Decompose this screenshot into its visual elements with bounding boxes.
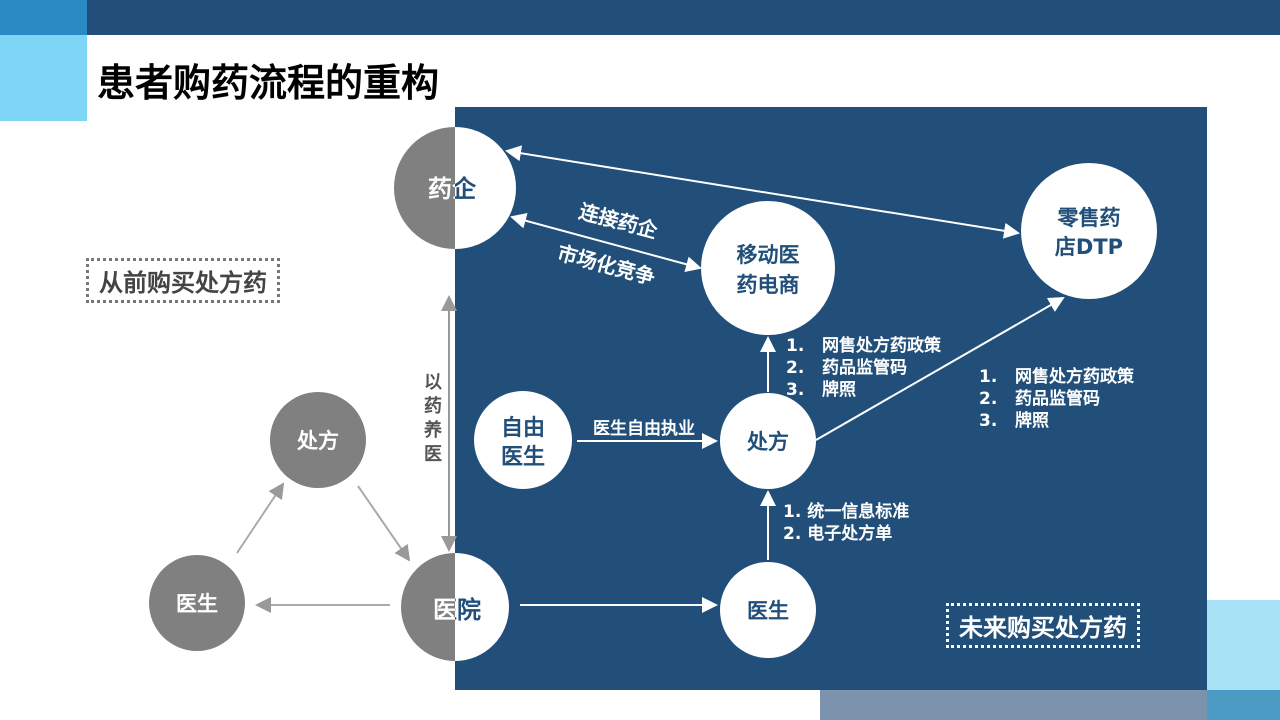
past-label: 从前购买处方药: [86, 258, 280, 303]
rx-requirements: 1. 统一信息标准 2. 电子处方单: [783, 501, 909, 545]
node-retail: 零售药 店DTP: [1021, 163, 1157, 299]
node-doctor-right-label: 医生: [747, 599, 789, 623]
node-rx-left: 处方: [270, 392, 366, 488]
ecommerce-requirements: 1.网售处方药政策 2.药品监管码 3.牌照: [786, 335, 941, 401]
node-free-doctor-label-1: 自由: [501, 415, 545, 441]
node-rx-right-label: 处方: [746, 430, 789, 454]
node-rx-right: 处方: [720, 393, 816, 489]
edge-label-connect-pharma: 连接药企: [577, 199, 661, 243]
node-pharma: 药企: [394, 127, 516, 249]
list-item: 1.网售处方药政策: [786, 336, 941, 356]
list-item: 2.药品监管码: [979, 389, 1100, 409]
future-label: 未来购买处方药: [946, 603, 1140, 648]
node-doctor-right: 医生: [720, 562, 816, 658]
node-hospital: 医院: [401, 553, 509, 661]
node-ecommerce: 移动医 药电商: [701, 201, 835, 335]
node-doctor-left: 医生: [149, 555, 245, 651]
edge-label-drug-hospital-1: 以: [424, 372, 442, 393]
edge-label-market-competition: 市场化竞争: [555, 241, 658, 290]
corner-accent: [0, 35, 87, 121]
edge-label-drug-hospital-2: 药: [424, 395, 442, 417]
edge-label-drug-hospital-4: 医: [424, 444, 442, 465]
node-doctor-left-label: 医生: [176, 592, 218, 616]
edge-label-free-practice: 医生自由执业: [593, 418, 695, 439]
corner-br-dark: [1207, 690, 1280, 720]
top-bar: [87, 0, 1280, 35]
list-item: 3.牌照: [786, 380, 856, 400]
node-retail-label-2: 店DTP: [1055, 235, 1123, 259]
node-pharma-label: 药企: [428, 175, 477, 203]
edge-rx-hospital-left: [357, 485, 411, 562]
edge-label-drug-hospital-3: 养: [423, 419, 443, 441]
list-item: 1.网售处方药政策: [979, 367, 1134, 387]
bottom-bar: [820, 690, 1207, 720]
edge-rx-retail: [815, 297, 1065, 441]
corner-block: [0, 0, 87, 35]
edge-doctor-rx-left: [236, 482, 285, 554]
list-item: 1. 统一信息标准: [783, 502, 910, 522]
node-free-doctor: 自由 医生: [474, 391, 572, 489]
node-rx-left-label: 处方: [296, 429, 339, 453]
edge-pharma-ecommerce: [510, 212, 702, 273]
node-ecommerce-label-1: 移动医: [737, 243, 800, 267]
retail-requirements: 1.网售处方药政策 2.药品监管码 3.牌照: [979, 366, 1134, 432]
node-retail-label-1: 零售药: [1057, 206, 1121, 230]
node-free-doctor-label-2: 医生: [501, 445, 545, 470]
edge-pharma-retail: [505, 145, 1020, 239]
title: 患者购药流程的重构: [97, 61, 440, 105]
node-ecommerce-label-2: 药电商: [737, 273, 800, 297]
list-item: 3.牌照: [979, 411, 1049, 431]
list-item: 2. 电子处方单: [783, 524, 893, 544]
list-item: 2.药品监管码: [786, 358, 907, 378]
corner-br-light: [1207, 600, 1280, 690]
node-hospital-label: 医院: [433, 596, 481, 624]
